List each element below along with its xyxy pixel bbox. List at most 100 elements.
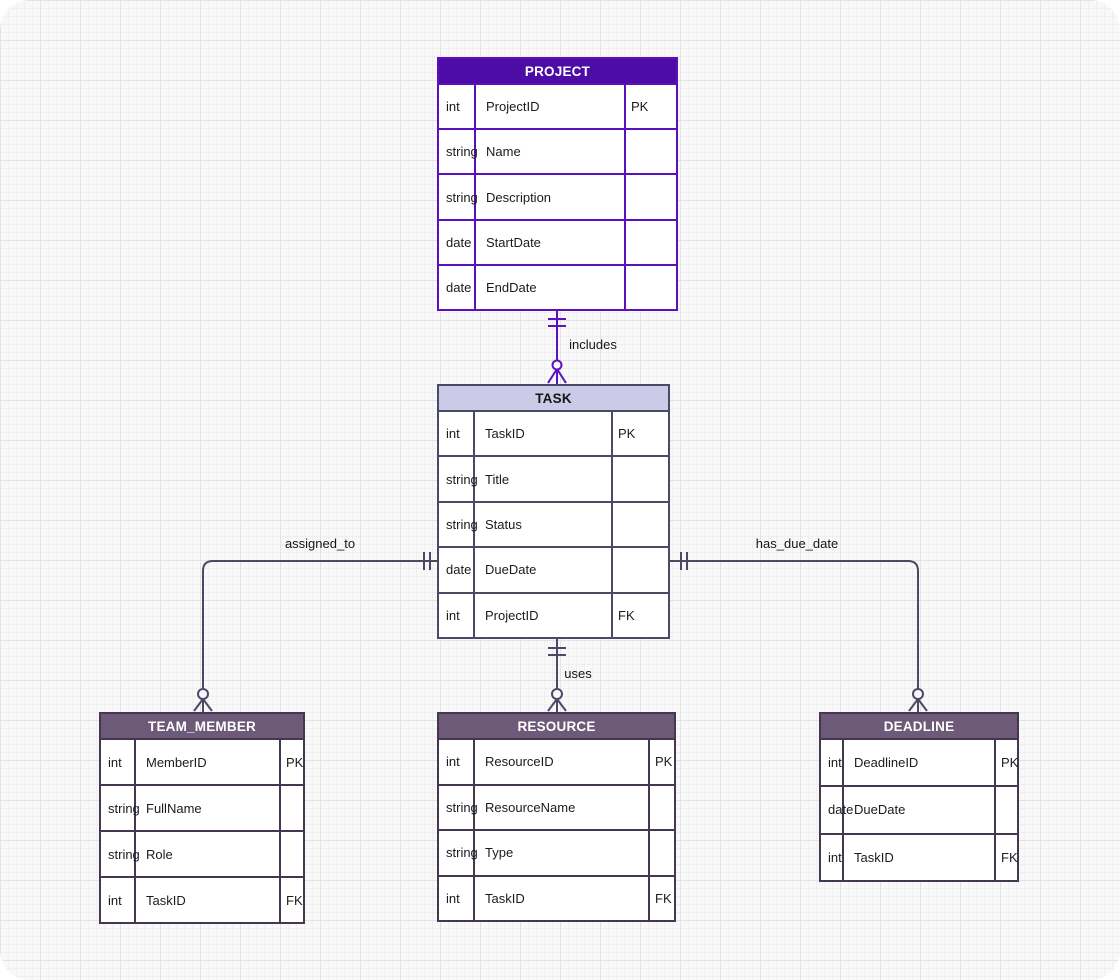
relationship-assigned_to <box>193 552 437 712</box>
attribute-name: DeadlineID <box>844 740 996 786</box>
cardinality-zero-circle-marker <box>551 359 563 371</box>
attribute-type: int <box>821 834 844 880</box>
attribute-type: date <box>439 265 476 310</box>
attribute-key <box>613 457 668 500</box>
attribute-key: FK <box>286 892 303 908</box>
attribute-name: Type <box>475 831 650 875</box>
attribute-key <box>281 786 303 830</box>
cardinality-many-crowfoot-marker <box>547 698 567 712</box>
relationship-line[interactable] <box>202 560 437 712</box>
attribute-name: Status <box>475 502 613 547</box>
cardinality-zero-circle-marker <box>197 688 209 700</box>
relationship-line[interactable] <box>670 560 919 712</box>
attribute-name: Name <box>476 130 626 174</box>
attribute-name: StartDate <box>476 220 626 264</box>
relationship-includes <box>547 311 567 384</box>
attribute-key: PK <box>655 754 673 770</box>
attribute-name: TaskID <box>475 412 613 456</box>
attribute-type: string <box>439 502 478 547</box>
attribute-name: Title <box>475 457 613 501</box>
attribute-type: string <box>101 786 140 830</box>
attribute-type: date <box>439 220 476 264</box>
relationship-label[interactable]: assigned_to <box>284 536 356 551</box>
cardinality-many-crowfoot-marker <box>908 698 928 712</box>
attribute-type: int <box>439 876 475 920</box>
attribute-type: string <box>439 457 478 501</box>
attribute-name: ResourceName <box>475 785 650 829</box>
attribute-type: int <box>101 740 136 784</box>
attribute-type: int <box>439 85 476 129</box>
attribute-name: TaskID <box>136 878 281 922</box>
attribute-key <box>650 786 674 830</box>
attribute-key <box>613 503 668 546</box>
attribute-type: string <box>439 130 478 174</box>
relationship-has_due_date <box>670 552 928 712</box>
attribute-key: FK <box>618 607 635 623</box>
cardinality-many-crowfoot-marker <box>193 698 213 712</box>
attribute-type: string <box>439 831 478 875</box>
attribute-name: Role <box>136 832 281 876</box>
attribute-key <box>626 221 676 264</box>
entity-title: TEAM_MEMBER <box>101 714 303 740</box>
attribute-key: PK <box>1001 755 1019 771</box>
cardinality-zero-circle-marker <box>912 688 924 700</box>
attribute-key: FK <box>1001 849 1018 865</box>
attribute-type: date <box>821 787 853 833</box>
entity-title: RESOURCE <box>439 714 674 740</box>
relationship-label[interactable]: includes <box>569 337 617 352</box>
attribute-name: ResourceID <box>475 740 650 784</box>
attribute-type: int <box>439 740 475 784</box>
cardinality-zero-circle-marker <box>551 688 563 700</box>
attribute-name: FullName <box>136 786 281 830</box>
attribute-type: int <box>439 412 475 456</box>
attribute-name: DueDate <box>844 787 996 833</box>
attribute-key <box>996 787 1017 832</box>
attribute-name: TaskID <box>475 876 650 920</box>
relationship-uses <box>547 639 567 712</box>
attribute-key: PK <box>631 99 649 115</box>
attribute-name: ProjectID <box>475 593 613 638</box>
attribute-type: int <box>821 740 844 786</box>
attribute-key <box>626 130 676 173</box>
relationship-label[interactable]: has_due_date <box>755 536 839 551</box>
attribute-type: date <box>439 548 475 592</box>
relationship-label[interactable]: uses <box>564 666 592 681</box>
attribute-name: Description <box>476 175 626 219</box>
entity-title: TASK <box>439 386 668 412</box>
attribute-key <box>626 266 676 309</box>
attribute-key: FK <box>655 890 672 906</box>
attribute-name: TaskID <box>844 834 996 880</box>
attribute-type: string <box>101 832 140 876</box>
attribute-type: string <box>439 175 478 219</box>
